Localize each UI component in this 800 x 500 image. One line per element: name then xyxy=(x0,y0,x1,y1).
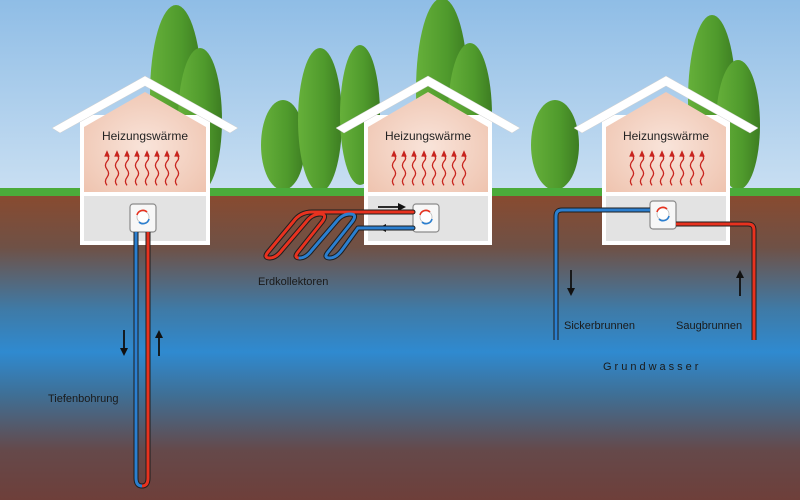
tree xyxy=(298,48,342,192)
house-title: Heizungswärme xyxy=(623,129,709,143)
house-groundwater: Heizungswärme xyxy=(573,75,759,245)
flow-down-arrow-icon xyxy=(120,330,128,356)
flow-up-arrow-icon xyxy=(155,330,163,356)
flow-up-arrow-icon xyxy=(736,270,744,296)
house-interior xyxy=(606,92,726,192)
heat-pump-icon xyxy=(129,203,157,233)
label-groundwater: Grundwasser xyxy=(603,361,701,373)
label-suction-well: Saugbrunnen xyxy=(676,320,742,332)
heat-pump-icon xyxy=(649,200,677,230)
house-roof xyxy=(51,75,239,134)
house-title: Heizungswärme xyxy=(102,129,188,143)
heat-pump-icon xyxy=(412,203,440,233)
house-roof xyxy=(335,75,521,134)
label-injection-well: Sickerbrunnen xyxy=(564,320,635,332)
flow-down-arrow-icon xyxy=(567,270,575,296)
tree xyxy=(531,100,579,190)
ground-collector-loops xyxy=(263,209,416,261)
tree xyxy=(261,100,305,190)
label-deep-drilling: Tiefenbohrung xyxy=(48,393,119,405)
suction-well-pipe xyxy=(676,221,757,340)
house-deep-drilling: Heizungswärme xyxy=(51,75,239,245)
label-ground-collectors: Erdkollektoren xyxy=(258,276,328,288)
deep-drilling-pipe xyxy=(133,232,151,489)
injection-well-pipe xyxy=(553,207,650,340)
flow-right-arrow-icon xyxy=(378,203,406,211)
house-title: Heizungswärme xyxy=(385,129,471,143)
house-ground-collectors: Heizungswärme xyxy=(335,75,521,245)
house-roof xyxy=(573,75,759,134)
house-interior xyxy=(368,92,488,192)
